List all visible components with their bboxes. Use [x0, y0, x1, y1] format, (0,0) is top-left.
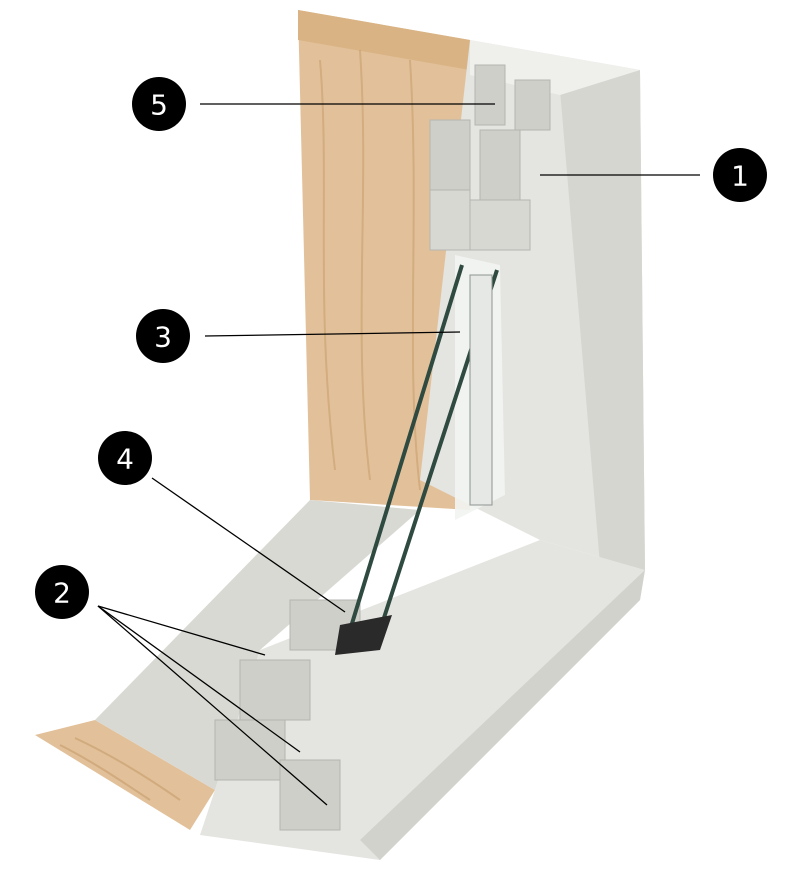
callout-1: 1: [713, 148, 767, 202]
callout-2: 2: [35, 565, 89, 619]
callout-5: 5: [132, 77, 186, 131]
leader-line-2b: [97, 605, 301, 753]
sill-board: [95, 500, 420, 790]
callout-3-label: 3: [154, 321, 172, 354]
callout-5-label: 5: [150, 89, 168, 122]
wood-sill-horizontal: [35, 720, 215, 830]
callout-3: 3: [136, 309, 190, 363]
leader-line-2c: [97, 605, 328, 806]
callout-4-label: 4: [116, 443, 134, 476]
callout-4: 4: [98, 431, 152, 485]
vinyl-frame-vertical: [420, 40, 645, 570]
leader-line-2a: [97, 605, 266, 656]
glazing-unit: [335, 255, 505, 655]
leader-lines: [97, 103, 700, 806]
leader-line-3: [204, 331, 461, 337]
callout-1-label: 1: [731, 160, 749, 193]
leader-line-4: [151, 477, 346, 613]
callout-2-label: 2: [53, 577, 71, 610]
